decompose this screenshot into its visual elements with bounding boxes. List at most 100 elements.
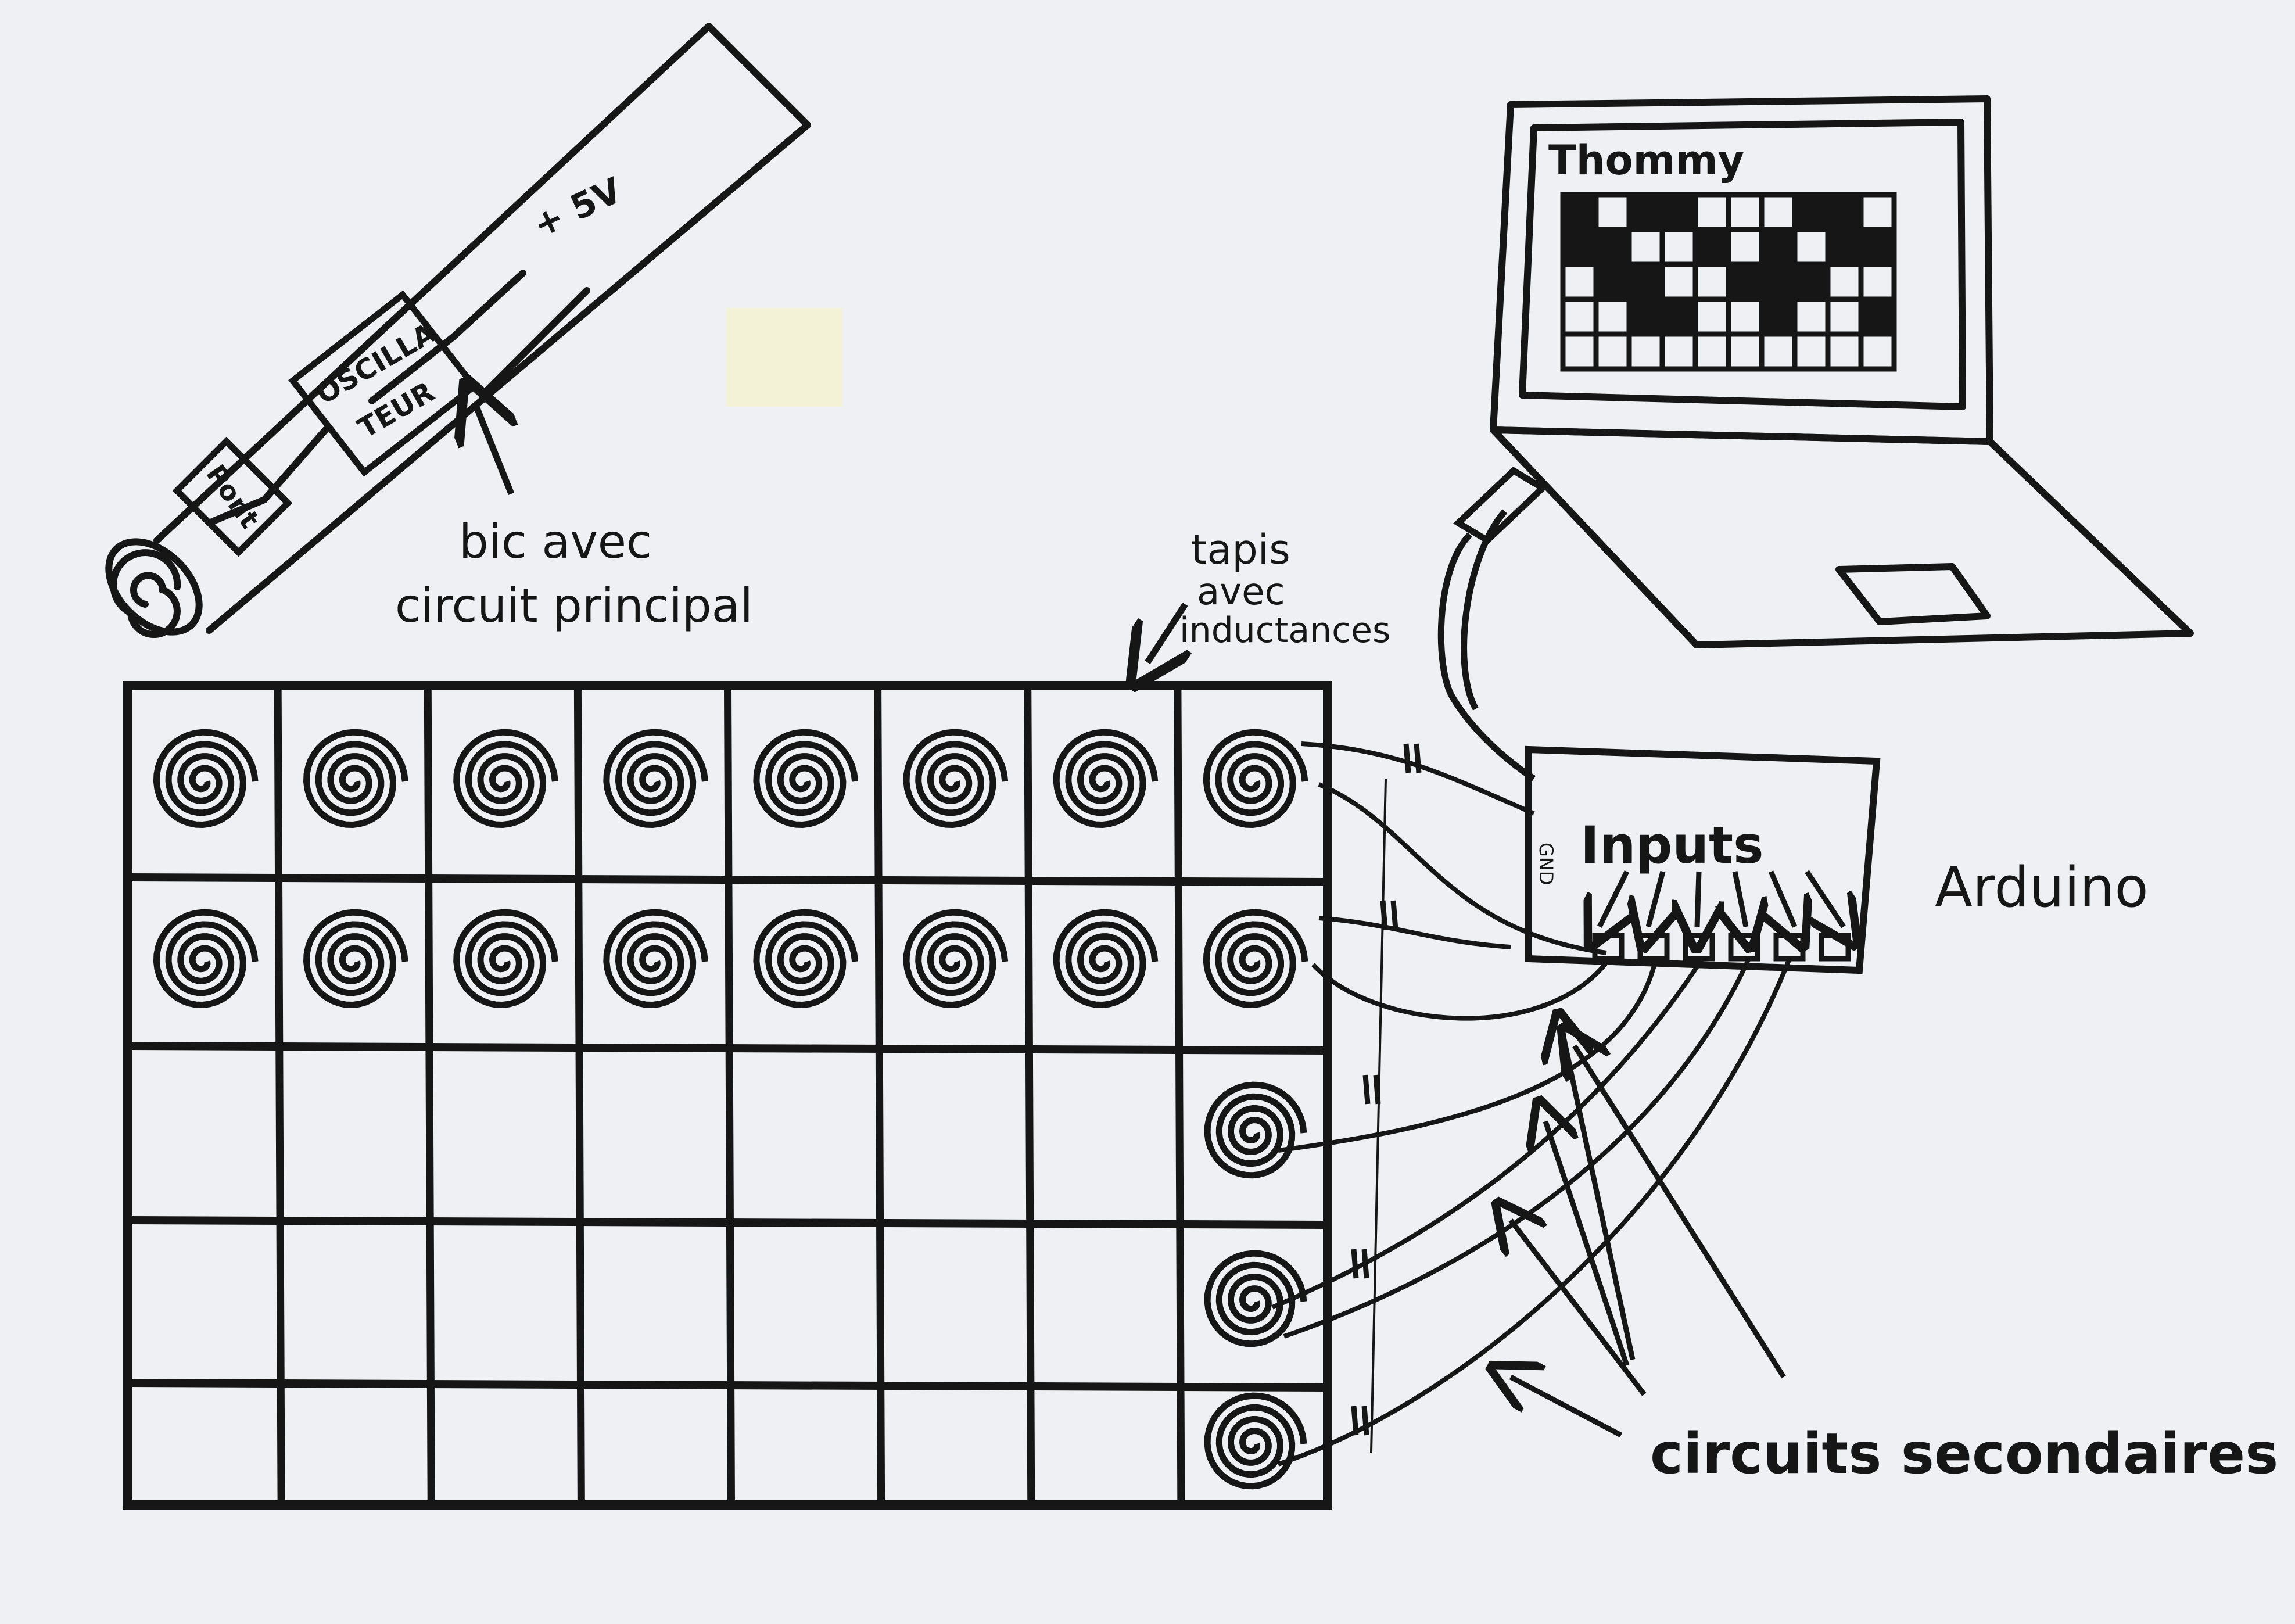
ground-rail [1370,778,1387,1453]
laptop [1490,95,2194,648]
secondary-arrows [1511,1034,1786,1437]
screen-cell [1792,261,1831,302]
secondary-arrow [1511,1220,1647,1396]
secondary-circuits-label: circuits secondaires [1650,1421,2278,1486]
secondary-arrow [1563,1034,1636,1360]
capacitor-mark [1362,1074,1371,1105]
mat-column-line [274,685,285,1505]
screen-cell [1825,227,1864,267]
capacitor-mark [1361,1249,1369,1279]
pen-caption-line1: bic avec [459,515,652,569]
inductor-coil [903,909,1009,1009]
arduino-gnd-label: GND [1535,843,1557,885]
sensor-wire [1318,782,1607,955]
screen-cell [1692,227,1731,267]
input-arrow [1735,871,1746,927]
screen-cell [1560,227,1599,267]
touchpad [1835,563,1991,625]
sensor-wire [1311,957,1612,1021]
capacitor-mark [1390,900,1398,930]
capacitor-mark [1351,1249,1359,1279]
mat-column-line [1024,685,1035,1505]
laptop-screen-title: Thommy [1548,137,1744,184]
inductor-coil [1204,1081,1307,1179]
laptop-screen [1519,119,1966,410]
capacitor-mark [1361,1406,1369,1436]
sensor-wire [1278,958,1658,1153]
sensor-wires [1271,741,1792,1467]
inductor-coil [303,909,408,1009]
pen-caption-line2: circuit principal [395,579,753,633]
inductor-coil [903,729,1009,829]
mat-row-line [127,1379,1328,1392]
arduino-board [1525,745,1881,974]
screen-cell [1759,261,1798,302]
screen-cell [1759,227,1798,267]
input-arrow [1697,871,1699,927]
capacitor-mark [1403,743,1411,773]
screen-grid [1560,192,1897,372]
inductor-coil [303,729,408,829]
mat-column-line [724,685,735,1505]
screen-cell [1858,227,1897,267]
inductor-coil [153,909,259,1009]
capacitor-mark [1351,1406,1359,1436]
mat-pointer-arrow [1148,603,1185,662]
mat-label-line3: inductances [1179,610,1390,651]
capacitor-mark [1414,743,1422,773]
mat-row-line [127,873,1328,886]
mat-label-line2: avec [1197,571,1285,614]
secondary-arrow [1575,1046,1786,1379]
laptop-base [1490,426,2194,648]
mat-column-line [1174,685,1185,1505]
sensor-wire [1318,916,1511,949]
screen-cell [1825,192,1864,232]
sensor-wire [1271,957,1705,1310]
inductor-coil [753,909,859,1009]
input-pin [1819,933,1851,962]
input-arrows [1600,870,1844,927]
mat-column-line [874,685,885,1505]
screen-cell [1626,261,1665,302]
arduino-inputs-label: Inputs [1580,815,1763,875]
input-arrow [1648,870,1663,927]
inductor-coil [603,729,708,829]
mat-column-line [573,685,585,1505]
inductor-coil [153,729,259,829]
input-arrow [1805,870,1844,927]
usb-cable [1437,467,1548,781]
screen-cell [1792,192,1831,232]
screen-cell [1593,261,1632,302]
screen-cell [1858,296,1897,337]
input-arrow [1771,870,1795,927]
mat-row-line [127,1216,1328,1229]
input-arrow [1600,870,1627,927]
mat-column-line [424,685,435,1505]
inductor-coil [1053,909,1159,1009]
mat-row-line [127,1042,1328,1055]
inductor-mat [123,681,1332,1510]
inductor-coil [1204,1392,1307,1490]
inductor-coil [453,909,558,1009]
screen-cell [1560,192,1599,232]
screen-cell [1626,192,1665,232]
inductor-coil [1203,909,1308,1009]
screen-cell [1659,296,1698,337]
pen-pointer-arrow [476,407,511,496]
screen-cell [1659,192,1698,232]
screen-cell [1858,331,1897,372]
input-pin [1683,933,1715,962]
mat-label-line1: tapis [1191,526,1290,573]
secondary-arrow [1511,1377,1623,1437]
input-pin [1728,933,1760,962]
inductor-coil [603,909,708,1009]
secondary-arrow [1545,1121,1630,1367]
screen-cell [1726,261,1765,302]
inductor-coil [453,729,558,829]
inductor-coil [1203,729,1308,829]
inductor-coil [1053,729,1159,829]
bridge-box [172,436,293,557]
screen-cell [1759,296,1798,337]
oscillator-box [288,290,479,477]
